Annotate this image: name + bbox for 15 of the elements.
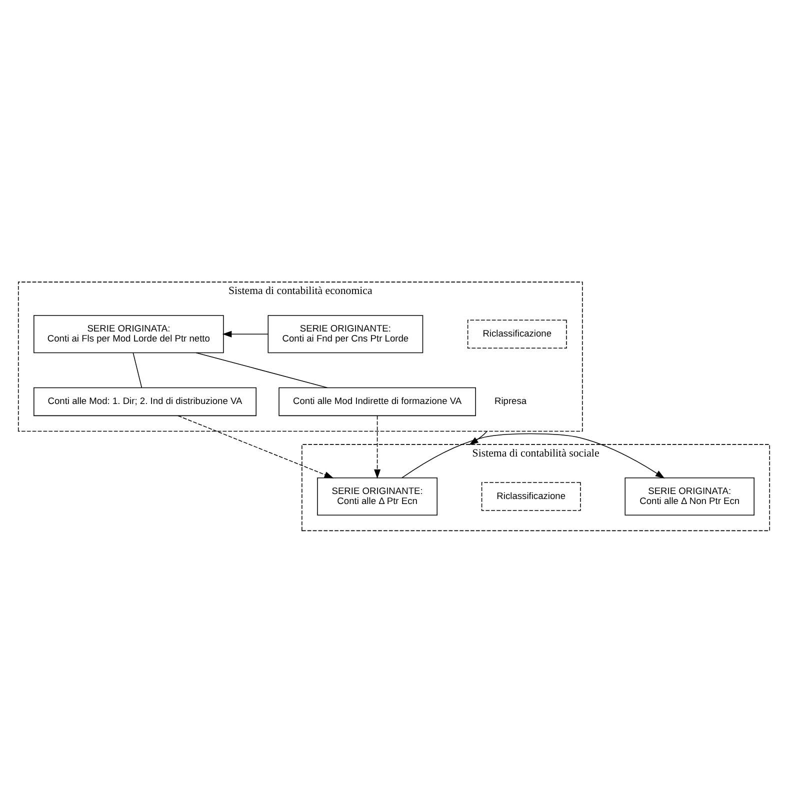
- node-box: Riclassificazione: [467, 320, 567, 348]
- node-box: SERIE ORIGINATA: Conti ai Fls per Mod Lorde del Ptr netto: [34, 315, 224, 354]
- node-box: Conti alle Mod Indirette di formazione VA: [278, 387, 476, 416]
- arrow: [222, 330, 268, 338]
- arrow: [469, 430, 488, 446]
- arrow: [402, 433, 665, 478]
- edge-label: Ripresa: [494, 396, 527, 406]
- connector: [196, 352, 328, 388]
- node-box: SERIE ORIGINATA: Conti alle Δ Non Ptr Ecn: [624, 477, 754, 516]
- node-box: Conti alle Mod: 1. Dir; 2. Ind di distribuzione VA: [34, 387, 256, 416]
- node-box: Riclassificazione: [481, 482, 581, 511]
- connector: [132, 352, 142, 388]
- node-box: SERIE ORIGINANTE: Conti ai Fnd per Cns Ptr Lorde: [268, 315, 424, 354]
- arrow: [374, 415, 381, 479]
- node-box: SERIE ORIGINANTE: Conti alle Δ Ptr Ecn: [317, 477, 438, 516]
